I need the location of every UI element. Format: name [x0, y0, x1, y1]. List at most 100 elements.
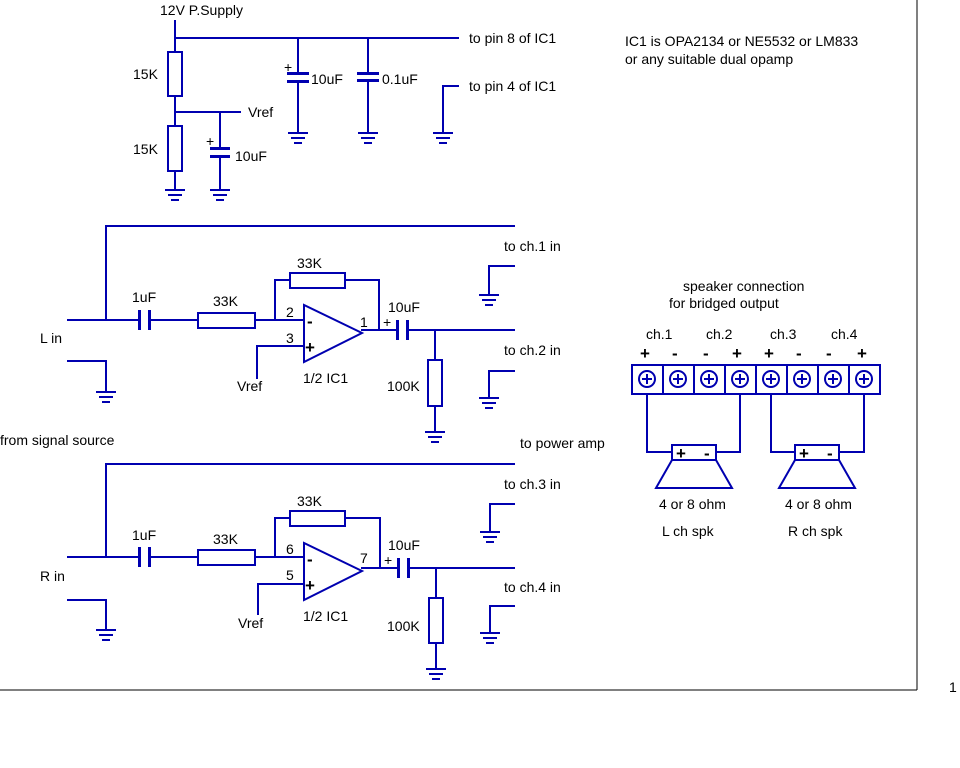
supply-wires	[174, 20, 459, 191]
supply-title: 12V P.Supply	[160, 2, 243, 18]
speaker-title-line1: speaker connection	[683, 278, 804, 294]
cap-bypass-01uf	[357, 72, 379, 82]
cap-vref-10uf	[210, 147, 230, 158]
cap-bulk-label: 10uF	[311, 71, 343, 87]
left-input-cap	[138, 310, 151, 330]
right-speaker-icon	[777, 444, 857, 489]
ground-icon	[288, 132, 308, 144]
right-speaker-ohm: 4 or 8 ohm	[785, 496, 852, 512]
left-wires	[67, 225, 515, 433]
right-speaker-plus: +	[799, 444, 809, 463]
left-r-fb-label: 33K	[297, 255, 323, 271]
right-load-resistor	[428, 597, 444, 644]
channel-label: ch.3	[770, 326, 797, 342]
left-pin-noninv: 3	[286, 330, 294, 346]
terminal-polarity: +	[857, 344, 867, 363]
left-cap-out-plus: +	[383, 314, 391, 330]
right-to-a-label: to ch.3 in	[504, 476, 561, 492]
right-wires	[67, 463, 515, 670]
ground-icon	[210, 189, 230, 201]
right-speaker-name: R ch spk	[788, 523, 843, 539]
terminal-screw-icon	[793, 370, 811, 388]
left-speaker-icon	[654, 444, 734, 489]
right-to-b-label: to ch.4 in	[504, 579, 561, 595]
right-input-cap	[138, 547, 151, 567]
terminal-polarity: +	[640, 344, 650, 363]
right-input-resistor	[197, 549, 256, 566]
right-opamp-minus: -	[307, 550, 313, 569]
channel-label: ch.2	[706, 326, 733, 342]
speaker-title-line2: for bridged output	[669, 295, 779, 311]
channel-label: ch.1	[646, 326, 673, 342]
terminal-screw-icon	[700, 370, 718, 388]
left-speaker-name: L ch spk	[662, 523, 715, 539]
ground-icon	[479, 397, 499, 409]
ground-icon	[425, 431, 445, 443]
ic-note-line1: IC1 is OPA2134 or NE5532 or LM833	[625, 33, 858, 49]
speaker-section: speaker connection for bridged output ch…	[631, 278, 881, 539]
to-pin8-label: to pin 8 of IC1	[469, 30, 556, 46]
cap-bulk-plus: +	[284, 59, 292, 75]
left-speaker-plus: +	[676, 444, 686, 463]
right-speaker-minus: -	[827, 444, 833, 463]
right-pin-out: 7	[360, 550, 368, 566]
terminal-screw-icon	[638, 370, 656, 388]
right-output-cap	[397, 558, 410, 578]
right-r-in-label: 33K	[213, 531, 239, 547]
cap-bulk-10uf	[287, 72, 309, 83]
left-to-b-label: to ch.2 in	[504, 342, 561, 358]
terminal-dividers	[662, 364, 850, 395]
resistor-15k-bottom-label: 15K	[133, 141, 159, 157]
terminal-polarity: -	[826, 344, 832, 363]
terminal-screw-icon	[762, 370, 780, 388]
left-speaker-ohm: 4 or 8 ohm	[659, 496, 726, 512]
signal-source-label: from signal source	[0, 432, 115, 448]
terminal-screw-icon	[669, 370, 687, 388]
terminal-polarity: -	[703, 344, 709, 363]
ground-icon	[358, 132, 378, 144]
cap-vref-plus: +	[206, 133, 214, 149]
power-supply-section: 12V P.Supply 15K 15K Vref + 10uF	[133, 2, 556, 191]
terminal-screw-icon	[824, 370, 842, 388]
ground-icon	[96, 629, 116, 641]
right-channel-section: R in 1uF 33K 33K 6 5 7 - + Vref 1/2 IC1 …	[40, 463, 561, 670]
left-input-label: L in	[40, 330, 62, 346]
resistor-15k-top	[167, 51, 183, 97]
page-frame	[0, 0, 918, 691]
vref-label: Vref	[248, 104, 273, 120]
ground-icon	[165, 189, 185, 201]
terminal-polarity: -	[796, 344, 802, 363]
speaker-wires	[646, 393, 865, 453]
left-pin-inv: 2	[286, 304, 294, 320]
right-r-fb-label: 33K	[297, 493, 323, 509]
right-pin-noninv: 5	[286, 567, 294, 583]
ground-icon	[96, 391, 116, 403]
left-speaker-minus: -	[704, 444, 710, 463]
cap-vref-label: 10uF	[235, 148, 267, 164]
ic-note-line2: or any suitable dual opamp	[625, 51, 793, 67]
right-ic-label: 1/2 IC1	[303, 608, 348, 624]
right-vref-label: Vref	[238, 615, 263, 631]
left-opamp-minus: -	[307, 312, 313, 331]
left-load-resistor	[427, 359, 443, 407]
resistor-15k-top-label: 15K	[133, 66, 159, 82]
left-input-resistor	[197, 312, 256, 329]
right-pin-inv: 6	[286, 541, 294, 557]
left-output-cap	[396, 320, 409, 340]
cap-bypass-label: 0.1uF	[382, 71, 418, 87]
right-r-load-label: 100K	[387, 618, 420, 634]
right-cap-out-plus: +	[384, 552, 392, 568]
resistor-15k-bottom	[167, 125, 183, 172]
left-r-load-label: 100K	[387, 378, 420, 394]
left-pin-out: 1	[360, 314, 368, 330]
left-cap-out-label: 10uF	[388, 299, 420, 315]
terminal-polarity: +	[764, 344, 774, 363]
left-vref-label: Vref	[237, 378, 262, 394]
ground-icon	[433, 132, 453, 144]
right-feedback-resistor	[289, 510, 346, 527]
left-cap-in-label: 1uF	[132, 289, 156, 305]
right-cap-out-label: 10uF	[388, 537, 420, 553]
right-opamp	[303, 541, 365, 602]
terminal-polarity: -	[672, 344, 678, 363]
